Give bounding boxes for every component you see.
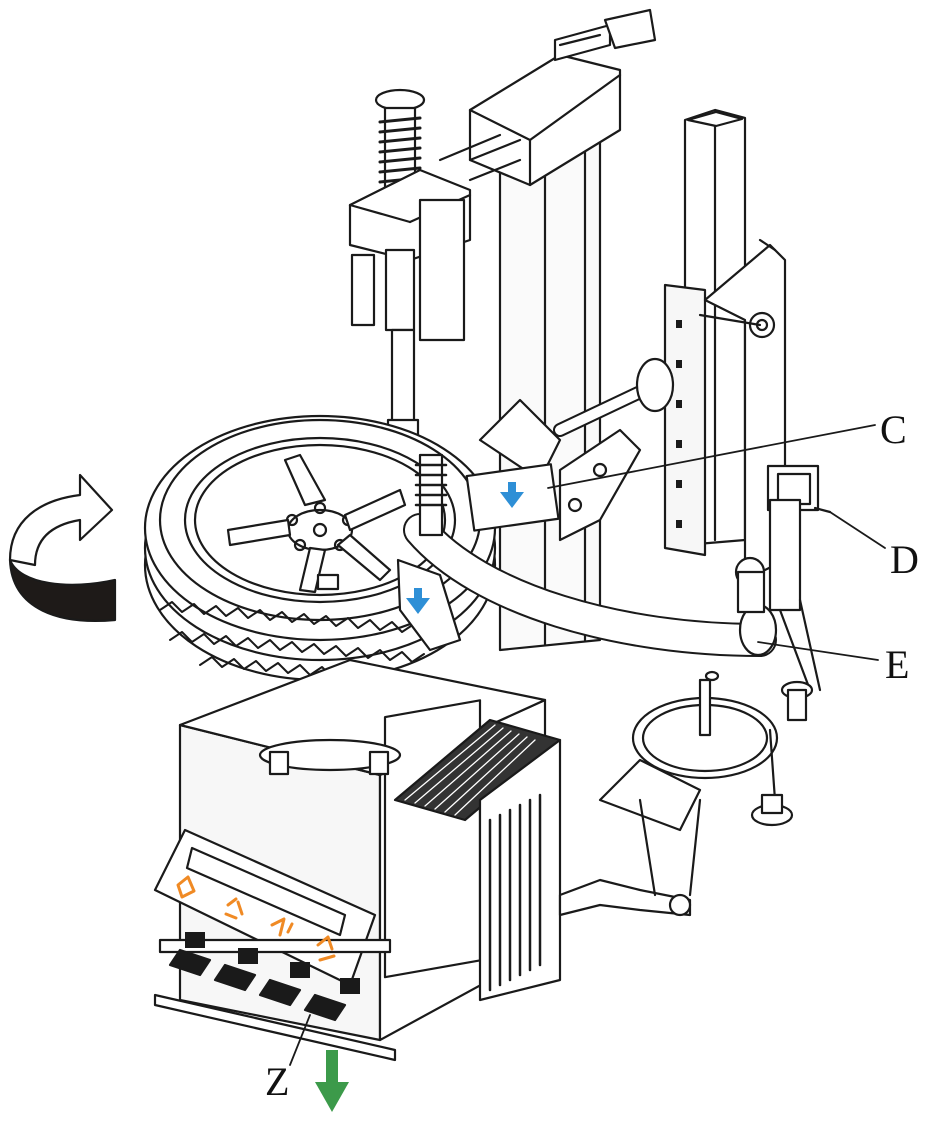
pedal-symbol-icon (176, 875, 336, 962)
rear-column (468, 8, 657, 652)
press-shaft (396, 453, 462, 652)
green-down-arrow-icon (315, 1050, 349, 1112)
rim (193, 443, 447, 597)
callout-z: Z (265, 1059, 290, 1104)
callout-e: E (885, 642, 910, 687)
right-column (663, 108, 832, 722)
inflation-arm (558, 670, 794, 917)
machine-base (178, 658, 562, 1042)
mount-head (348, 88, 522, 452)
rotation-arrow-icon (8, 473, 117, 622)
pedal-row (168, 948, 347, 1022)
leader-lines (289, 424, 886, 1066)
callout-c: C (880, 407, 907, 452)
callout-d: D (890, 537, 919, 582)
pedal-panel (153, 828, 397, 1062)
blue-down-arrow-icon (406, 482, 524, 614)
